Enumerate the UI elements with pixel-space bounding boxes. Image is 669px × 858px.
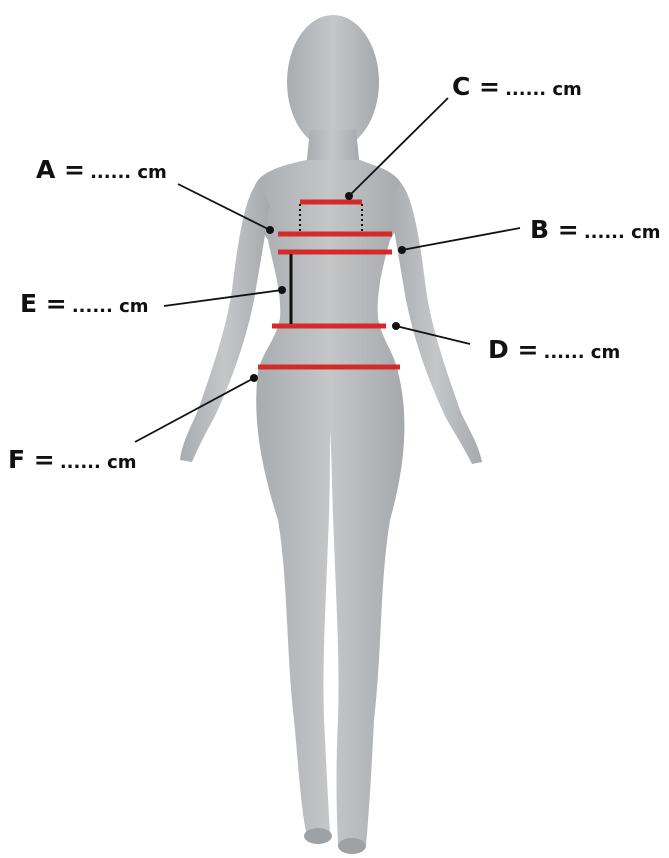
mannequin-head	[287, 15, 379, 149]
label-d-letter: D =	[488, 335, 538, 364]
label-c-letter: C =	[452, 72, 500, 101]
leader-dot-d	[392, 322, 400, 330]
mannequin-right-foot	[338, 838, 366, 854]
label-f: F = ...... cm	[8, 445, 137, 474]
label-b: B = ...... cm	[530, 215, 661, 244]
leader-dot-c	[345, 192, 353, 200]
mannequin-figure	[180, 15, 482, 854]
leader-dot-f	[250, 374, 258, 382]
label-d-unit: ...... cm	[544, 342, 621, 363]
label-e-letter: E =	[20, 289, 67, 318]
leader-e	[164, 290, 282, 306]
label-b-letter: B =	[530, 215, 579, 244]
label-c-unit: ...... cm	[505, 79, 582, 100]
label-e: E = ...... cm	[20, 289, 149, 318]
label-f-letter: F =	[8, 445, 55, 474]
label-a-unit: ...... cm	[90, 162, 167, 183]
label-f-unit: ...... cm	[60, 452, 137, 473]
mannequin-left-foot	[304, 828, 332, 844]
label-a-letter: A =	[36, 155, 85, 184]
leader-dot-a	[266, 226, 274, 234]
label-a: A = ...... cm	[36, 155, 167, 184]
mannequin-legs	[256, 372, 404, 846]
leader-b	[402, 228, 520, 250]
label-c: C = ...... cm	[452, 72, 582, 101]
label-d: D = ...... cm	[488, 335, 620, 364]
mannequin-torso	[253, 160, 404, 372]
label-b-unit: ...... cm	[584, 222, 661, 243]
label-e-unit: ...... cm	[72, 296, 149, 317]
leader-dot-e	[278, 286, 286, 294]
leader-dot-b	[398, 246, 406, 254]
